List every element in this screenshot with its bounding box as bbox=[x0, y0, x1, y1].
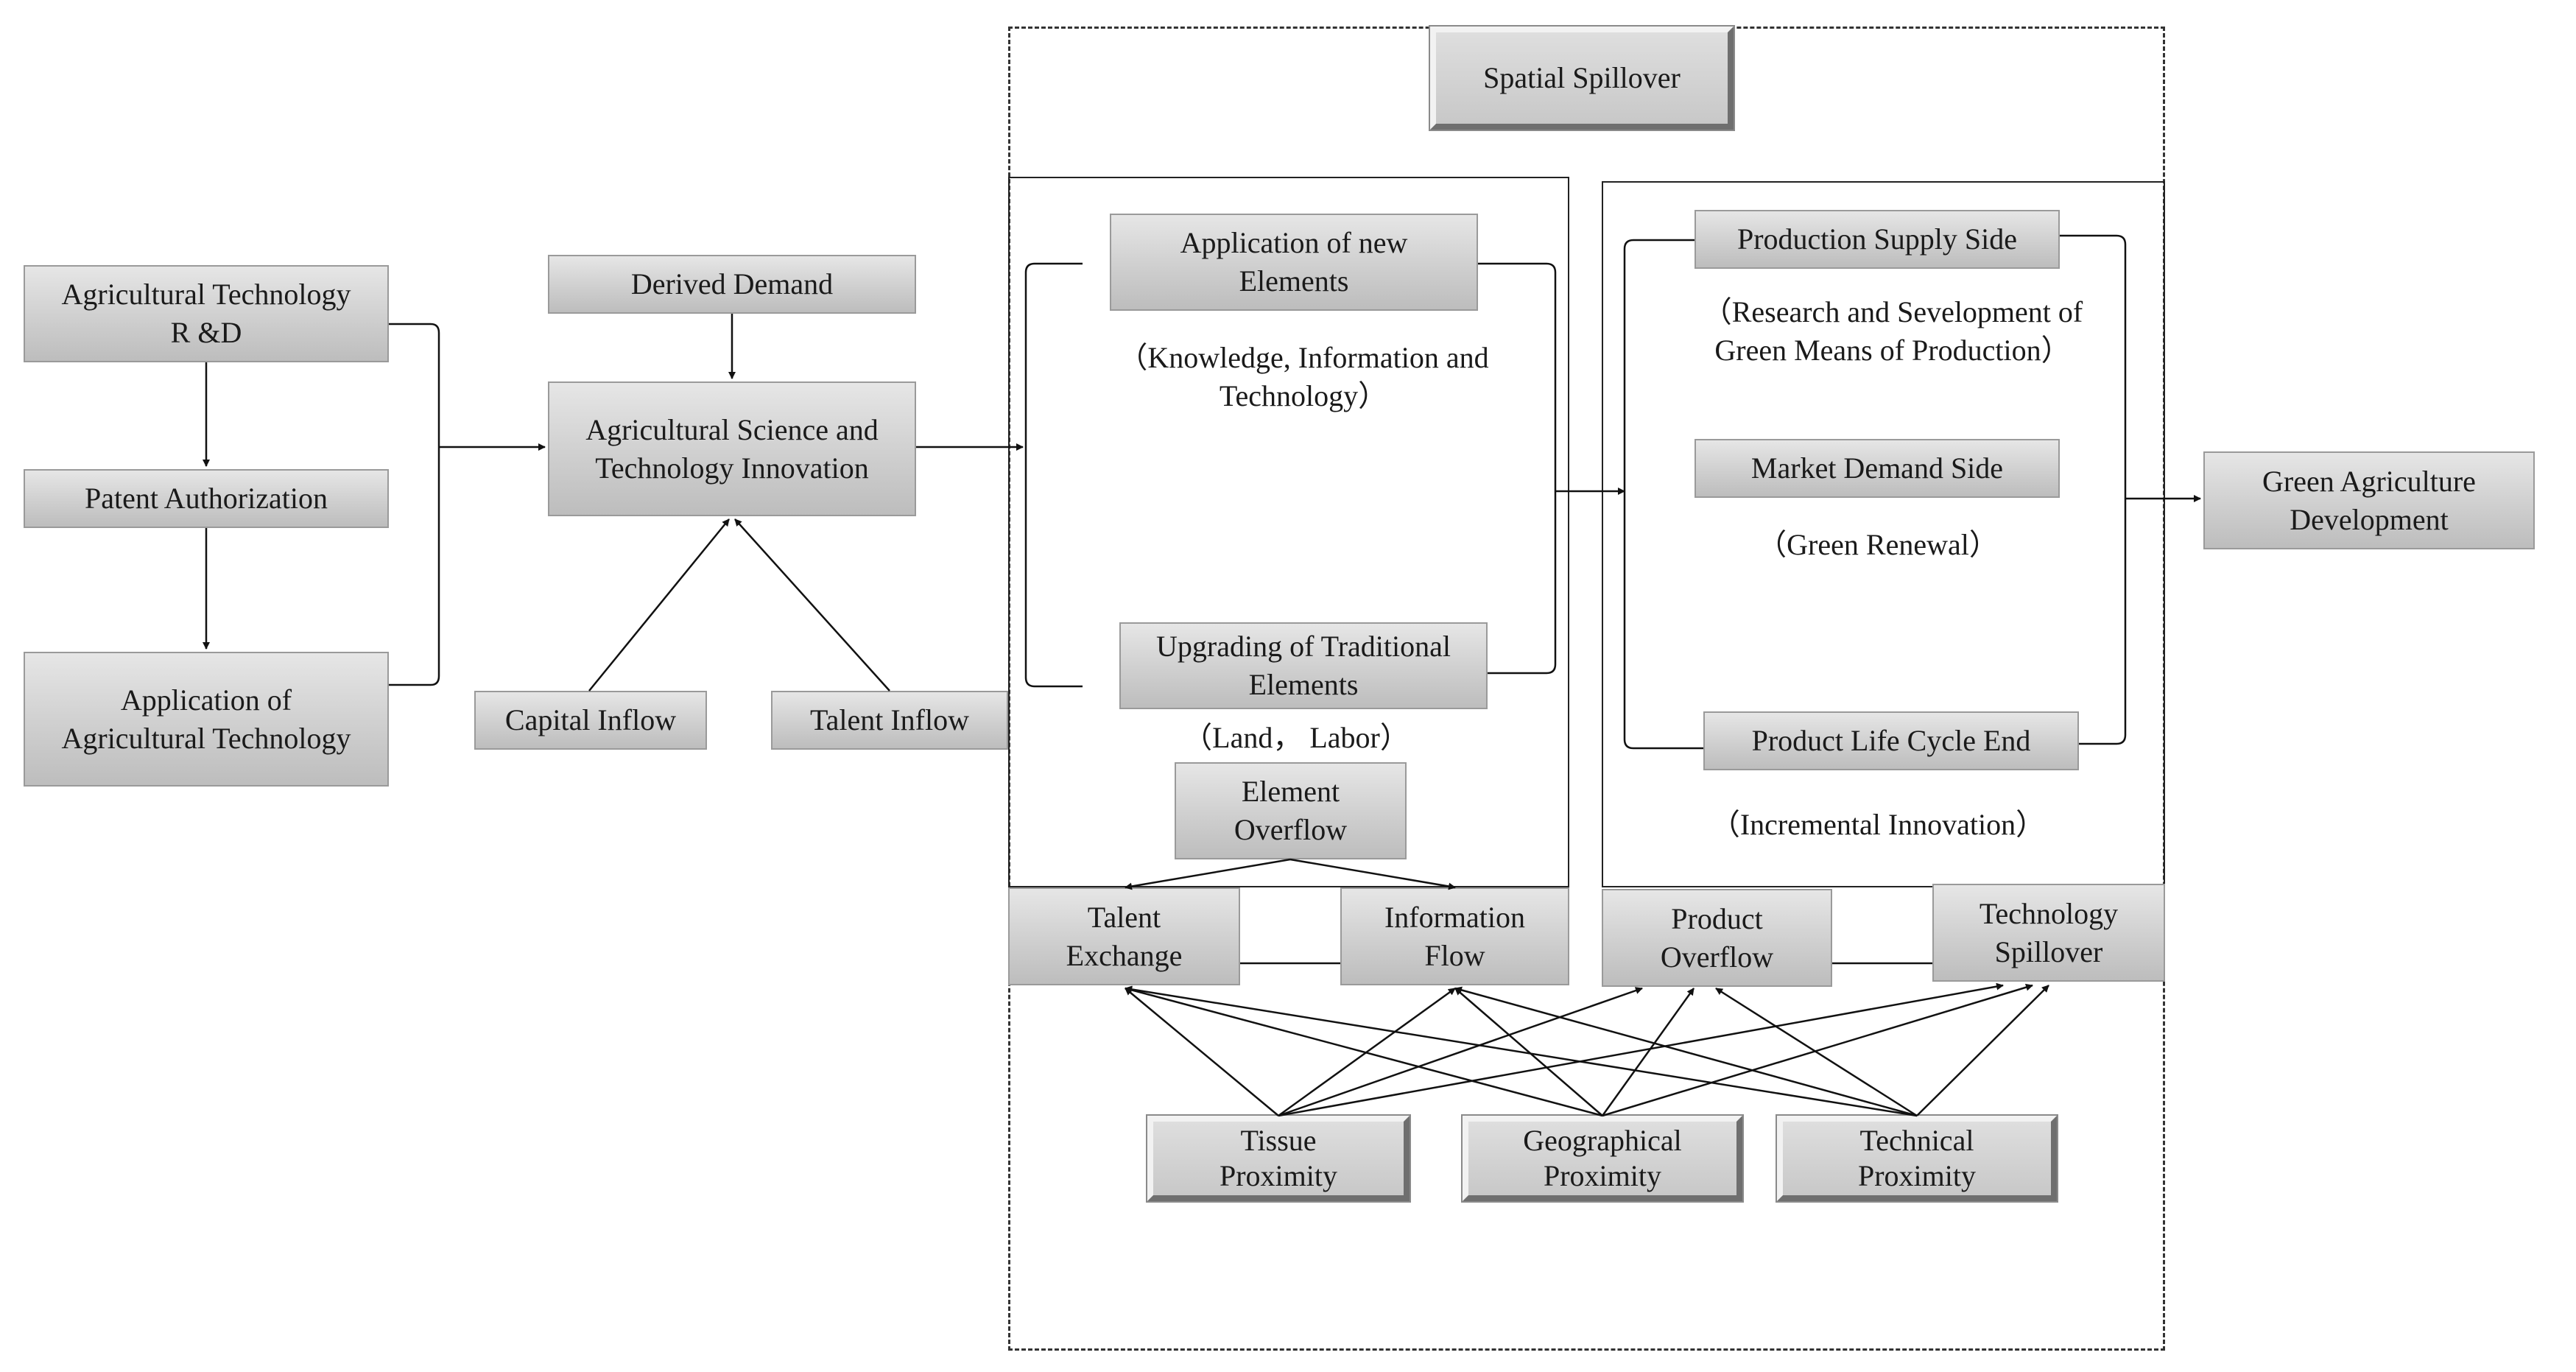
element-overflow-box: Element Overflow bbox=[1175, 762, 1407, 859]
geo-to-technology-arrow bbox=[1602, 983, 2033, 1117]
production-supply-note: （Research and Sevelopment of Green Means… bbox=[1702, 295, 2083, 367]
incremental-innovation-note: （Incremental Innovation） bbox=[1710, 808, 2046, 841]
geographical-proximity-box: Geographical Proximity bbox=[1461, 1114, 1744, 1203]
patent-authorization-box: Patent Authorization bbox=[24, 469, 389, 528]
talent-inflow-arrow bbox=[734, 518, 890, 692]
tissue-to-product-arrow bbox=[1278, 987, 1643, 1117]
tissue-proximity-box: Tissue Proximity bbox=[1146, 1114, 1411, 1203]
elements-bracket-right bbox=[1478, 262, 1557, 675]
tech-to-product-arrow bbox=[1715, 987, 1918, 1117]
tissue-to-talent-arrow bbox=[1125, 988, 1279, 1116]
product-overflow-box: Product Overflow bbox=[1602, 889, 1832, 987]
market-bracket-left bbox=[1623, 239, 1703, 750]
tech-to-information-arrow bbox=[1454, 986, 1918, 1117]
tissue-to-technology-arrow bbox=[1278, 982, 2004, 1117]
product-lifecycle-box: Product Life Cycle End bbox=[1703, 711, 2079, 770]
left-bracket bbox=[389, 323, 440, 686]
talent-exchange-box: Talent Exchange bbox=[1008, 887, 1240, 985]
tech-to-talent-arrow bbox=[1125, 985, 1918, 1117]
geo-to-information-arrow bbox=[1454, 988, 1603, 1116]
market-frame bbox=[1602, 181, 2165, 887]
agri-tech-application-box: Application of Agricultural Technology bbox=[24, 652, 389, 787]
production-supply-box: Production Supply Side bbox=[1695, 210, 2060, 269]
technology-spillover-box: Technology Spillover bbox=[1932, 884, 2165, 982]
new-elements-box: Application of new Elements bbox=[1110, 214, 1478, 311]
tech-to-technology-arrow bbox=[1916, 985, 2049, 1116]
capital-inflow-box: Capital Inflow bbox=[474, 691, 707, 750]
overflow-to-talent-arrow bbox=[1125, 858, 1291, 890]
geo-to-talent-arrow bbox=[1125, 986, 1603, 1117]
agri-tech-rd-box: Agricultural Technology R &D bbox=[24, 265, 389, 362]
capital-inflow-arrow bbox=[588, 518, 730, 692]
talent-inflow-box: Talent Inflow bbox=[771, 691, 1008, 750]
market-demand-box: Market Demand Side bbox=[1695, 439, 2060, 498]
green-agriculture-box: Green Agriculture Development bbox=[2203, 451, 2535, 549]
new-elements-note: （Knowledge, Information and Technology） bbox=[1118, 341, 1489, 412]
derived-demand-box: Derived Demand bbox=[548, 255, 916, 314]
spatial-spillover-title: Spatial Spillover bbox=[1429, 25, 1735, 131]
traditional-elements-box: Upgrading of Traditional Elements bbox=[1119, 622, 1488, 709]
market-bracket-right bbox=[2060, 234, 2127, 745]
overflow-to-information-arrow bbox=[1289, 858, 1456, 890]
elements-frame bbox=[1008, 177, 1569, 887]
elements-bracket-left bbox=[1024, 262, 1083, 688]
traditional-elements-note: （Land， Labor） bbox=[1183, 721, 1410, 754]
technical-proximity-box: Technical Proximity bbox=[1776, 1114, 2058, 1203]
innovation-box: Agricultural Science and Technology Inno… bbox=[548, 381, 916, 516]
geo-to-product-arrow bbox=[1601, 988, 1695, 1116]
market-demand-note: （Green Renewal） bbox=[1757, 528, 1999, 561]
